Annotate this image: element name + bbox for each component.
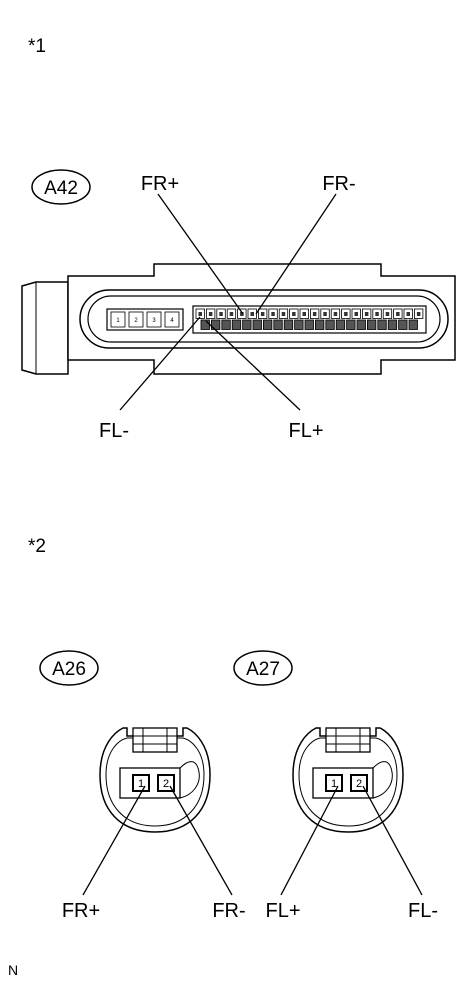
footer-mark: N — [8, 962, 18, 978]
a42-pin-cell — [346, 319, 356, 330]
a27-pin-2: 2 — [356, 778, 362, 790]
a42-pin-contact — [333, 312, 338, 316]
a42-small-pin-cell — [128, 311, 144, 328]
a42-small-pin-number: 2 — [134, 318, 138, 324]
a42-pin-cell — [242, 319, 252, 330]
a42-pin-cell — [304, 319, 314, 330]
a42-pin-field — [195, 308, 424, 330]
a27-connector: 1 2 — [292, 727, 404, 833]
a27-label: A27 — [246, 659, 280, 680]
a42-pin-cell — [408, 319, 418, 330]
a42-pin-contact — [375, 312, 379, 316]
a42-pin-contact — [208, 312, 213, 316]
a42-pin-contact — [271, 312, 275, 316]
a42-pin-cell — [314, 319, 325, 330]
section-2-leader-lines — [82, 785, 423, 896]
a42-pin-contact — [344, 312, 348, 316]
a26-label-fr-plus: FR+ — [62, 900, 100, 922]
a42-pin-contact — [416, 312, 421, 316]
a27-label-fl-minus: FL- — [408, 900, 438, 922]
a42-pin-contact — [396, 312, 400, 316]
a42-pin-contact — [385, 312, 390, 316]
a42-pin-contact — [198, 312, 202, 316]
a42-connector: 1 2 3 4 — [21, 263, 456, 375]
a42-pin-contact — [240, 312, 244, 316]
a42-pin-cell — [325, 319, 335, 330]
a42-pin-cell — [262, 319, 273, 330]
a42-pin-contact — [250, 312, 254, 316]
a26-label-fr-minus: FR- — [212, 900, 245, 922]
a42-pin-cell — [294, 319, 304, 330]
a42-pin-contact — [354, 312, 358, 316]
a42-pin-contact — [260, 312, 265, 316]
label-fr-plus: FR+ — [141, 173, 179, 195]
a42-leader-lines — [119, 193, 337, 411]
a42-pin-contact — [302, 312, 306, 316]
a42-pin-cell — [398, 319, 408, 330]
a42-pin-cell — [356, 319, 366, 330]
section-1-marker: *1 — [28, 36, 46, 57]
section-2-marker: *2 — [28, 536, 46, 557]
a42-pin-contact — [219, 312, 223, 316]
a42-small-pin-number: 4 — [170, 318, 174, 324]
a42-pin-contact — [281, 312, 286, 316]
a42-small-pin-number: 1 — [116, 318, 120, 324]
label-fl-minus: FL- — [99, 420, 129, 442]
a42-pin-cell — [200, 319, 210, 330]
a26-connector: 1 2 — [99, 727, 211, 833]
a42-pin-contact — [364, 312, 369, 316]
a42-pin-contact — [406, 312, 410, 316]
a42-pin-cell — [231, 319, 242, 330]
a42-small-pin-cell — [110, 311, 126, 328]
a42-pin-cell — [377, 319, 387, 330]
a27-tag: A27 — [233, 650, 293, 686]
a42-pin-contact — [292, 312, 296, 316]
a42-pin-contact — [229, 312, 234, 316]
a42-pin-contact — [323, 312, 327, 316]
a42-pin-cell — [273, 319, 283, 330]
a27-label-fl-plus: FL+ — [265, 900, 300, 922]
a26-tag: A26 — [39, 650, 99, 686]
label-fr-minus: FR- — [322, 173, 355, 195]
a42-pin-contact — [312, 312, 317, 316]
a42-pin-cell — [335, 319, 346, 330]
a42-pin-cell — [366, 319, 377, 330]
a26-label: A26 — [52, 659, 86, 680]
a26-pin-1: 1 — [138, 778, 144, 790]
a42-pin-cell — [221, 319, 231, 330]
a42-small-pin-number: 3 — [152, 318, 156, 324]
label-fl-plus: FL+ — [288, 420, 323, 442]
a42-pin-cell — [387, 319, 398, 330]
a42-small-pin-cell — [146, 311, 162, 328]
a42-pin-cell — [252, 319, 262, 330]
a42-pin-cell — [283, 319, 294, 330]
a27-pin-1: 1 — [331, 778, 337, 790]
a42-small-pin-cell — [164, 311, 180, 328]
a42-small-pins: 1 2 3 4 — [110, 311, 180, 328]
a26-pin-2: 2 — [163, 778, 169, 790]
a42-tag: A42 — [31, 169, 91, 205]
a42-label: A42 — [44, 178, 78, 199]
